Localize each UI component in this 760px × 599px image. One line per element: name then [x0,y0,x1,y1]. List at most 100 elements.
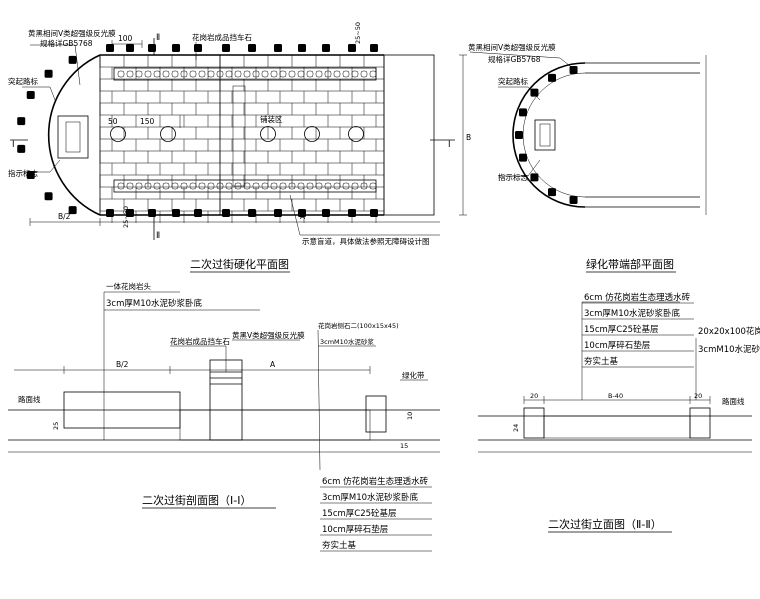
stud [148,44,156,52]
plan-dim-50: 50 [108,117,118,126]
section1-label-curb: 一体花岗岩头 [106,281,151,291]
section1-label-stone: 花岗岩成品挡车石 [170,336,230,346]
stud [26,171,35,179]
section1-layer-1: 3cm厚M10水泥砂浆卧底 [322,492,419,503]
stud [569,195,578,204]
stud [274,209,282,217]
stud [298,44,306,52]
section2-label-road: 路面线 [722,396,745,406]
section1-label-road: 路面线 [18,394,41,404]
plan-label-reflector: 突起路标 [8,76,38,86]
stud [348,209,356,217]
section1-layer-4: 夯实土基 [322,540,357,551]
section2-curb-left [523,407,545,439]
stud [548,73,556,82]
stud [172,209,180,217]
bollard-circles [110,126,364,142]
section1-dim-25: 25 [52,422,60,430]
bollard [110,126,126,142]
section1-caption: 二次过街剖面图（Ⅰ-Ⅰ） [142,493,251,507]
section-side-curb [365,395,387,433]
stud [68,206,77,215]
plan-label-film-1: 黄黑相间V类超强级反光膜 [28,28,116,38]
plan-dim-25-50: 25~50 [354,22,362,44]
reflector-studs [17,44,378,217]
section1-dim-10: 10 [406,412,414,420]
stud [548,188,556,197]
stud [248,44,256,52]
plan-section-mark-ii-bottom: Ⅱ [156,231,160,241]
section2-layer-2: 15cm厚C25砼基层 [584,324,659,335]
section2-dim-20b: 20 [694,392,702,400]
stud [148,209,156,217]
stud [274,44,282,52]
section2-dim-24: 24 [512,424,520,432]
stud [26,91,35,99]
section1-label-mortar2: 3cmM10水泥砂浆 [320,337,374,346]
stud [17,144,26,153]
plan-center-strip [232,85,246,187]
end-caption: 绿化带端部平面图 [586,257,674,271]
section-ii-view: 6cm 仿花岗岩生态理透水砖3cm厚M10水泥砂浆卧底15cm厚C25砼基层10… [478,292,760,533]
end-label-film-2: 规格详GB5768 [488,54,541,64]
stud [17,117,26,126]
plan-label-film-2: 规格详GB5768 [40,38,93,48]
stud [194,209,202,217]
section2-label-mortar: 3cmM10水泥砂浆 [698,344,760,355]
stud [172,44,180,52]
section1-dim-a: A [270,360,276,369]
stud [322,209,330,217]
plan-label-planting: 铺装区 [260,114,283,124]
stud [322,44,330,52]
stud [222,44,230,52]
end-rounded-edge [512,62,586,208]
stud [370,209,378,217]
plan-dim-b: B [466,133,471,142]
bollard [304,126,320,142]
stud [515,131,523,139]
bollard [348,126,364,142]
end-label-indicator: 指示标志 [498,172,528,182]
plan-rounded-end [47,54,101,216]
section1-layer-list: 6cm 仿花岗岩生态理透水砖3cm厚M10水泥砂浆卧底15cm厚C25砼基层10… [320,476,432,552]
stud [348,44,356,52]
section2-dim-20a: 20 [530,392,538,400]
plan-label-stone: 花岗岩成品挡车石 [192,32,252,42]
stud [194,44,202,52]
indicator-sign-inner [65,121,81,153]
section2-caption: 二次过街立面图（Ⅱ-Ⅱ） [548,517,662,531]
section1-label-mortar: 3cm厚M10水泥砂浆卧底 [106,298,203,309]
section1-dim-15: 15 [400,442,408,450]
end-plan-view: 黄黑相间V类超强级反光膜 规格详GB5768 突起路标 指示标志 绿化带端部平面… [468,42,707,273]
section1-dim-b2: B/2 [116,360,129,369]
plan-dim-b2: B/2 [58,212,71,221]
tactile-strips [113,67,377,193]
bollard [260,126,276,142]
stud [222,209,230,217]
section2-dim-b40: B-40 [608,392,623,400]
end-label-film-1: 黄黑相间V类超强级反光膜 [468,42,556,52]
plan-dim-a: A [300,212,306,221]
section2-curb-right [689,407,711,439]
stud [106,44,114,52]
section-i-view: 一体花岗岩头 3cm厚M10水泥砂浆卧底 花岗岩成品挡车石 黄黑V类超强级反光膜… [8,281,440,552]
plan-section-mark-i-right: Ⅰ [448,140,451,150]
stud [68,55,77,64]
plan-section-mark-ii-top: Ⅱ [156,33,160,43]
section2-layer-4: 夯实土基 [584,356,619,367]
end-reflector-studs [515,66,578,204]
stud [530,88,539,97]
stud [248,209,256,217]
plan-note: 示意盲道，具体做法参照无障碍设计图 [302,236,430,246]
stud [530,173,539,182]
stud [126,209,134,217]
plan-planting-zone [383,54,435,216]
section1-layer-0: 6cm 仿花岗岩生态理透水砖 [322,476,429,487]
section2-label-tile: 20x20x100花岗岩 [698,326,760,337]
end-indicator-sign [534,119,556,151]
section1-label-film: 黄黑V类超强级反光膜 [232,330,305,340]
indicator-sign [57,115,89,159]
stud [106,209,114,217]
stud [126,44,134,52]
